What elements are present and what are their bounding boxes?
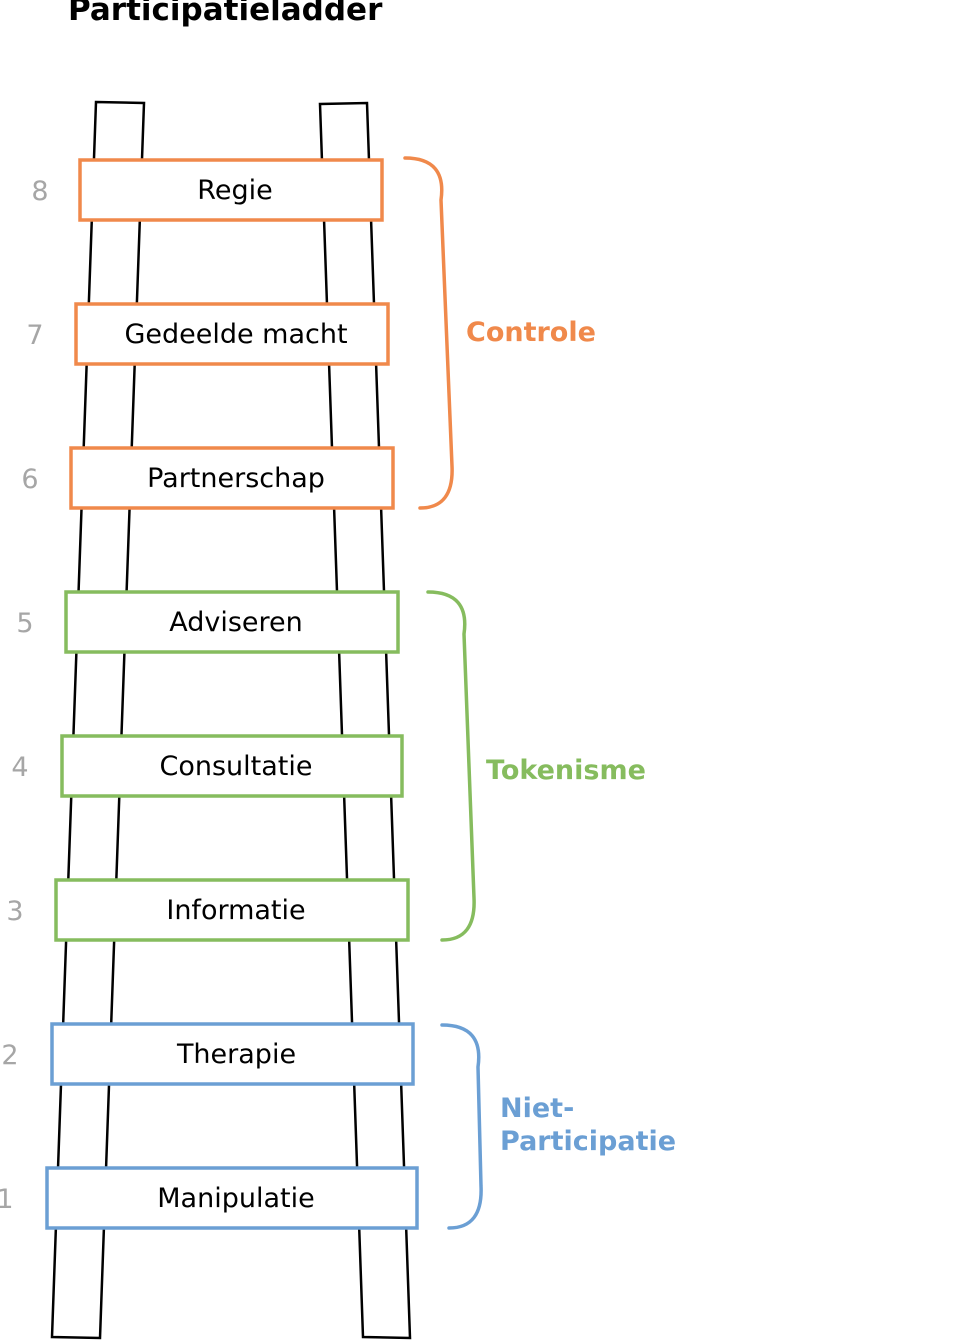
rung-1: Manipulatie 1 — [0, 1166, 419, 1230]
rung-number: 5 — [16, 608, 33, 639]
diagram-title: Participatieladder — [68, 0, 383, 28]
group-tokenisme: Tokenisme — [426, 590, 646, 942]
group-label: Niet- — [500, 1093, 574, 1124]
rung-3: Informatie 3 — [6, 878, 410, 942]
ladder-rail-right — [318, 101, 412, 1340]
rung-box — [60, 734, 404, 798]
rung-label: Gedeelde macht — [124, 319, 347, 350]
group-niet-participatie: Niet-Participatie — [440, 1023, 676, 1230]
ladder-rail-left — [50, 100, 146, 1340]
rung-6: Partnerschap 6 — [21, 446, 395, 510]
rung-label: Manipulatie — [157, 1183, 314, 1214]
rung-box — [78, 158, 384, 222]
rung-label: Regie — [197, 175, 272, 206]
rung-number: 8 — [31, 176, 48, 207]
rung-box — [45, 1166, 419, 1230]
rung-box — [64, 590, 400, 654]
group-brace — [426, 590, 476, 942]
group-brace — [440, 1023, 483, 1230]
rung-box — [54, 878, 410, 942]
rung-number: 7 — [26, 320, 43, 351]
rung-label: Therapie — [176, 1039, 296, 1070]
rung-number: 2 — [1, 1040, 18, 1071]
rung-box — [69, 446, 395, 510]
group-controle: Controle — [403, 156, 596, 510]
rung-4: Consultatie 4 — [11, 734, 404, 798]
group-label: Participatie — [500, 1126, 676, 1157]
group-brace — [403, 156, 454, 510]
rung-label: Informatie — [166, 895, 305, 926]
rung-label: Partnerschap — [147, 463, 325, 494]
rung-2: Therapie 2 — [1, 1022, 415, 1086]
rung-number: 1 — [0, 1184, 14, 1215]
rung-label: Consultatie — [160, 751, 313, 782]
group-label: Controle — [466, 317, 596, 348]
rung-label: Adviseren — [169, 607, 303, 638]
rung-5: Adviseren 5 — [16, 590, 400, 654]
rung-number: 3 — [6, 896, 23, 927]
rung-8: Regie 8 — [31, 158, 384, 222]
rung-7: Gedeelde macht 7 — [26, 302, 390, 366]
rung-box — [50, 1022, 415, 1086]
rung-box — [74, 302, 390, 366]
rung-number: 6 — [21, 464, 38, 495]
rung-number: 4 — [11, 752, 28, 783]
group-label: Tokenisme — [486, 755, 646, 786]
